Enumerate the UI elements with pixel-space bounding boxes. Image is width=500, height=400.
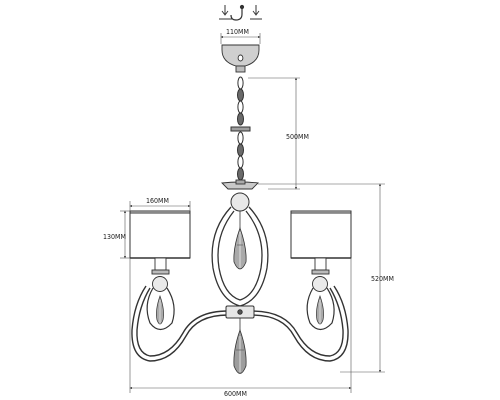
left-shade: [129, 210, 191, 259]
center-hub: [225, 305, 255, 319]
chain: [230, 76, 251, 181]
chain-length-label: 500MM: [286, 133, 309, 141]
left-crystal: [156, 294, 164, 325]
shade-width-label: 160MM: [146, 197, 169, 205]
right-lamp-holder: [311, 257, 330, 292]
chain-length-dimension: [248, 77, 300, 190]
left-small-loop: [146, 287, 175, 331]
central-crystal: [233, 211, 247, 270]
arms: [131, 285, 349, 362]
central-ball: [230, 192, 250, 212]
total-width-label: 600MM: [224, 390, 247, 398]
shade-height-label: 130MM: [103, 233, 126, 241]
right-crystal: [316, 294, 324, 325]
shade-width-dimension: [129, 201, 191, 211]
total-height-dimension: [258, 183, 385, 373]
hook-icon: [219, 4, 262, 21]
total-width-dimension: [129, 258, 352, 393]
canopy: [221, 44, 260, 73]
top-cup: [221, 179, 259, 190]
right-shade: [290, 210, 352, 259]
canopy-width-dimension: [220, 33, 261, 44]
bottom-crystal: [233, 318, 247, 374]
canopy-width-label: 110MM: [226, 28, 249, 36]
total-height-label: 520MM: [371, 275, 394, 283]
left-lamp-holder: [151, 257, 170, 292]
right-small-loop: [306, 287, 335, 331]
shade-height-dimension: [120, 210, 130, 259]
